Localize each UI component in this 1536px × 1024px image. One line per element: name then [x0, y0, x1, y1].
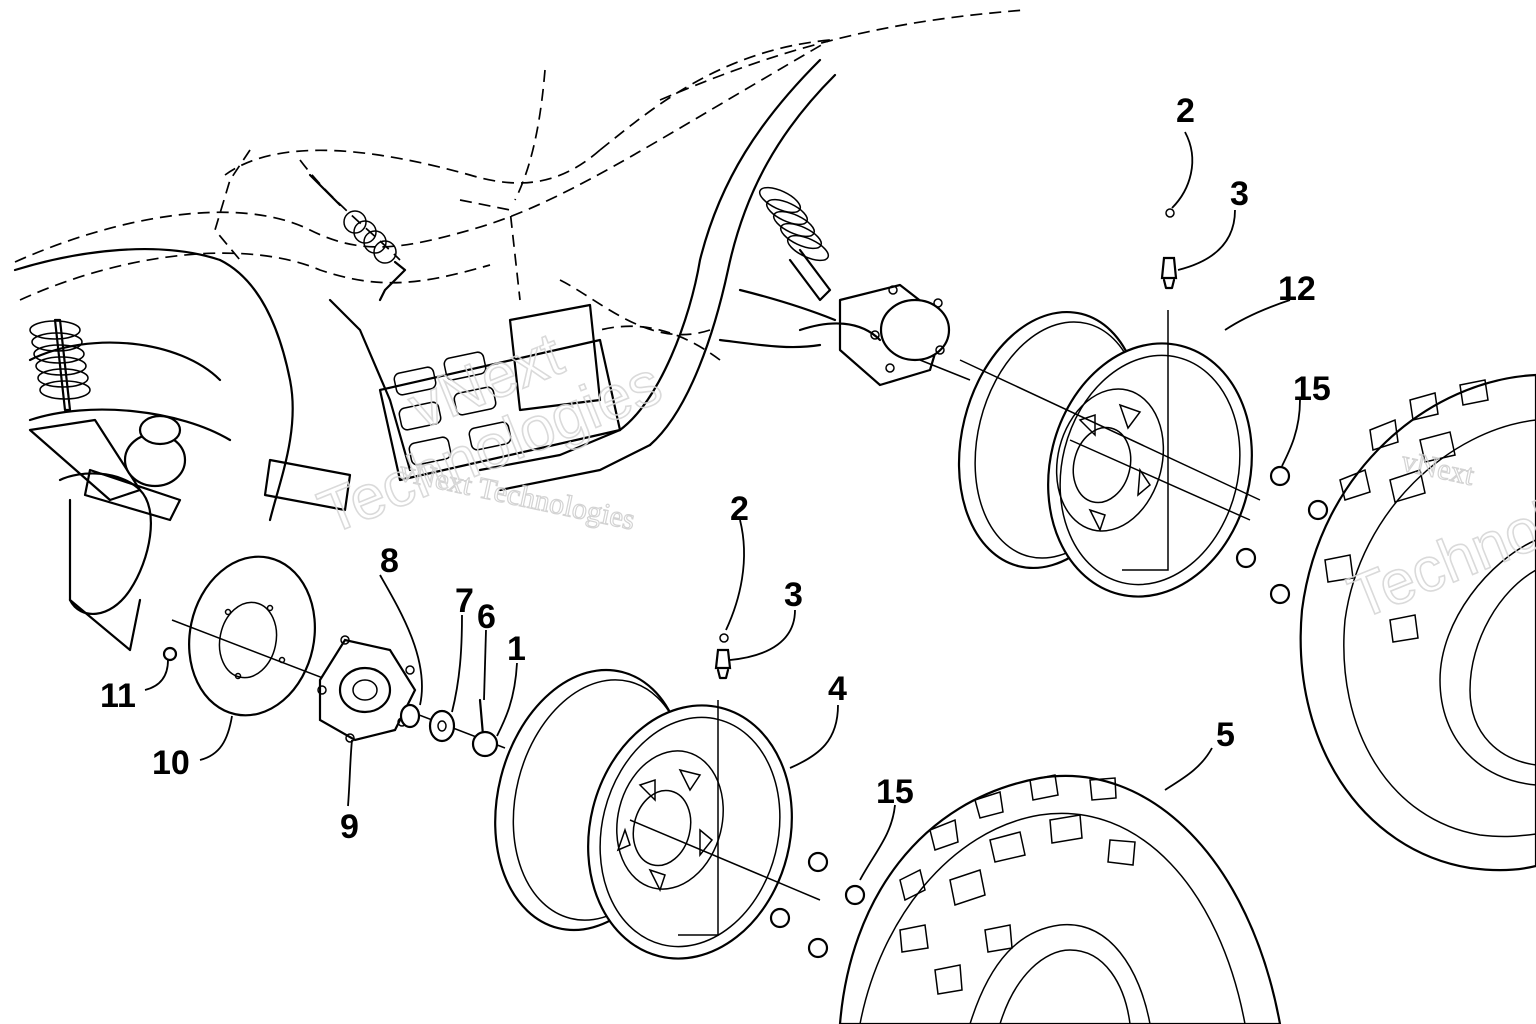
callout-7: 7	[455, 582, 474, 620]
brake-disc	[162, 555, 506, 749]
right-suspension	[758, 186, 971, 387]
lug-nuts	[769, 465, 1329, 959]
atv-body-outline	[14, 9, 1026, 361]
callout-2-left: 2	[730, 490, 749, 528]
callout-15-right: 15	[1293, 370, 1331, 408]
tire-tread-right	[1324, 379, 1489, 643]
callout-6: 6	[477, 598, 496, 636]
callout-3-right: 3	[1230, 175, 1249, 213]
leader-lines	[144, 131, 1301, 881]
tire-front	[838, 774, 1282, 1024]
callout-4: 4	[828, 670, 847, 708]
callout-2-right: 2	[1176, 92, 1195, 130]
left-suspension	[28, 318, 187, 652]
wheel-rim-right	[957, 310, 1261, 598]
callout-labels: 2 3 12 15 2 3 4 15 5 8 7 6 1 9 10 11	[100, 92, 1331, 846]
footboard	[263, 303, 622, 512]
callout-10: 10	[152, 744, 190, 782]
hub-hardware	[399, 698, 499, 758]
callout-9: 9	[340, 808, 359, 846]
callout-8: 8	[380, 542, 399, 580]
watermark: vNext Technologies vNext Technologies vN…	[309, 319, 1536, 634]
callout-5: 5	[1216, 716, 1235, 754]
valve-stems	[714, 208, 1178, 680]
callout-12: 12	[1278, 270, 1316, 308]
callout-11: 11	[100, 677, 136, 715]
wheel-rim	[494, 668, 821, 960]
callout-15-left: 15	[876, 773, 914, 811]
callout-3-left: 3	[784, 576, 803, 614]
wheel-hub	[317, 635, 417, 743]
tire-right	[1299, 373, 1536, 872]
brake-line	[308, 173, 407, 302]
tire-tread-front	[899, 774, 1136, 995]
callout-1: 1	[507, 630, 526, 668]
